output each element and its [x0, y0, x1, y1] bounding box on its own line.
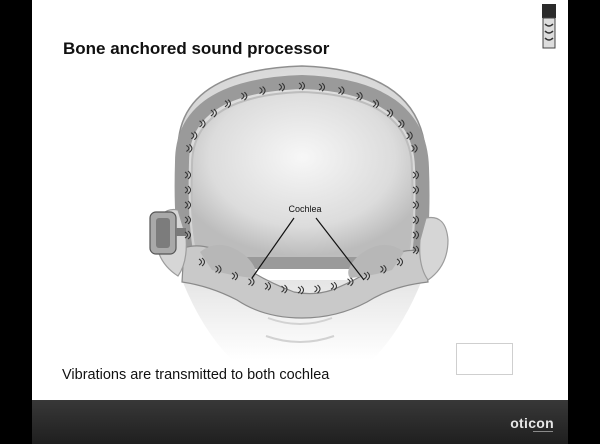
ear-right	[420, 217, 448, 280]
logo-underline	[533, 431, 553, 432]
empty-placeholder-box	[456, 343, 513, 375]
footer-bar: oticon	[32, 400, 568, 444]
skull-interior	[192, 92, 413, 256]
oticon-logo: oticon	[510, 415, 554, 431]
cochlea-label: Cochlea	[288, 204, 321, 214]
slide-panel: Bone anchored sound processor	[32, 0, 568, 400]
skull-xray-illustration: Cochlea	[32, 0, 568, 400]
slide-caption: Vibrations are transmitted to both cochl…	[62, 367, 329, 383]
